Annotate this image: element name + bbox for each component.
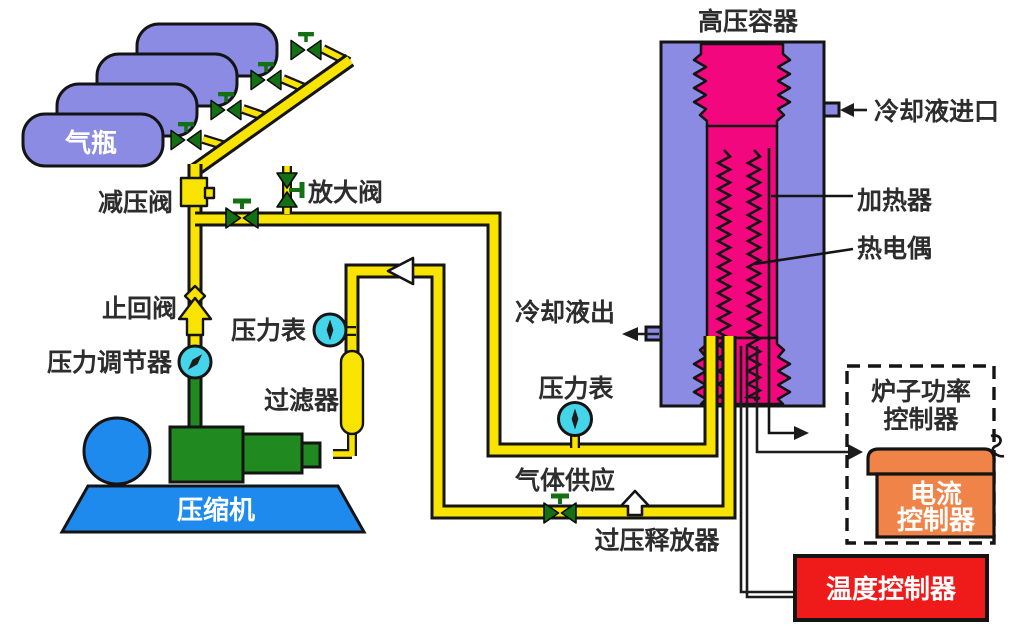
coolant-arrows: [622, 103, 867, 341]
compressor-outlet: [300, 441, 322, 469]
current-controller-label: 控制器: [897, 506, 976, 536]
compressor-motor-icon: [82, 416, 152, 486]
vessel-feed-line: [195, 214, 716, 455]
pressure-regulator-gauge-icon: [177, 344, 213, 380]
current-controller-lid: [866, 447, 996, 476]
furnace-power-controller-label: 控制器: [883, 405, 959, 434]
cylinder-valve-icon: [210, 91, 242, 121]
pressure-reducing-valve-icon: [179, 176, 216, 208]
pressure-gauge-icon: [312, 312, 348, 348]
coolant-inlet-stub: [822, 101, 841, 118]
pressure-reducing-valve-label: 减压阀: [98, 188, 173, 217]
filter-icon: [339, 349, 365, 436]
coolant-inlet-arrowhead-icon: [840, 103, 854, 117]
diagram-labels: 高压容器 冷却液进口 加热器 热电偶 减压阀 放大阀 止回阀 压力表 压力调节器…: [47, 7, 999, 555]
pressure-regulator-label: 压力调节器: [47, 348, 173, 377]
gas-supply-valve-icon: [543, 493, 577, 524]
thermocouple-label: 热电偶: [857, 234, 932, 263]
compressor-block: [241, 432, 304, 475]
gas-cylinder-label: 气瓶: [64, 128, 117, 159]
vessel-top-plug: [692, 42, 792, 129]
vessel-title: 高压容器: [698, 7, 799, 36]
furnace-power-controller: 炉子功率 控制器 电流 控制器: [845, 364, 1005, 545]
gas-cylinder-icon: [21, 112, 165, 168]
pressure-gauge-icon: [557, 401, 593, 437]
thermocouple-wire: [739, 346, 795, 594]
compressor-unit: [59, 416, 367, 534]
instrument-wires: [739, 148, 863, 599]
compressor-base: [59, 484, 367, 534]
amplifier-valve-label: 放大阀: [307, 178, 383, 207]
check-valve-label: 止回阀: [102, 294, 177, 323]
gas-supply-label: 气体供应: [514, 466, 615, 495]
thermocouple-pointer-line: [753, 247, 854, 266]
gas-cylinder-bank: 气瓶: [21, 22, 279, 168]
cylinder-valve-icon: [250, 61, 282, 91]
thermocouple-wire: [745, 346, 795, 599]
coolant-outlet-arrowhead-icon: [622, 327, 638, 341]
temperature-controller: 温度控制器: [793, 554, 989, 622]
current-controller-label: 电流: [910, 480, 962, 510]
power-cord-squiggle-icon: [990, 434, 1005, 458]
temperature-controller-box: [793, 554, 989, 622]
controller-wire: [755, 346, 848, 454]
supply-loop-line: [347, 266, 734, 517]
wire-arrowhead-icon: [848, 444, 863, 460]
high-pressure-vessel: [644, 40, 841, 408]
compressor-block: [168, 425, 245, 484]
heater-lead-wire: [767, 148, 795, 435]
amplifier-valve-icon: [276, 172, 305, 208]
compressor-blocks: 压缩机: [168, 425, 322, 526]
cylinder-valve-icon: [170, 121, 202, 151]
overpressure-release-arrow-icon: [619, 489, 651, 517]
flow-check-arrow-icon: [386, 256, 415, 286]
pressure-gauge-label: 压力表: [538, 374, 614, 403]
coolant-outlet-label: 冷却液出: [515, 298, 615, 327]
temperature-controller-label: 温度控制器: [826, 574, 957, 605]
wire-arrowhead-icon: [794, 426, 809, 440]
current-controller-box: [875, 472, 996, 539]
cylinder-valve-icon: [290, 31, 322, 61]
overpressure-release-label: 过压释放器: [594, 526, 720, 555]
furnace-power-controller-label: 炉子功率: [871, 377, 971, 406]
coolant-inlet-label: 冷却液进口: [874, 97, 999, 126]
compressor-label: 压缩机: [177, 495, 255, 526]
check-valve-icon: [177, 284, 213, 337]
heater-label: 加热器: [856, 186, 933, 215]
pressure-gauge-label: 压力表: [231, 316, 307, 345]
filter-label: 过滤器: [264, 386, 340, 415]
shutoff-valve-icon: [225, 198, 259, 229]
